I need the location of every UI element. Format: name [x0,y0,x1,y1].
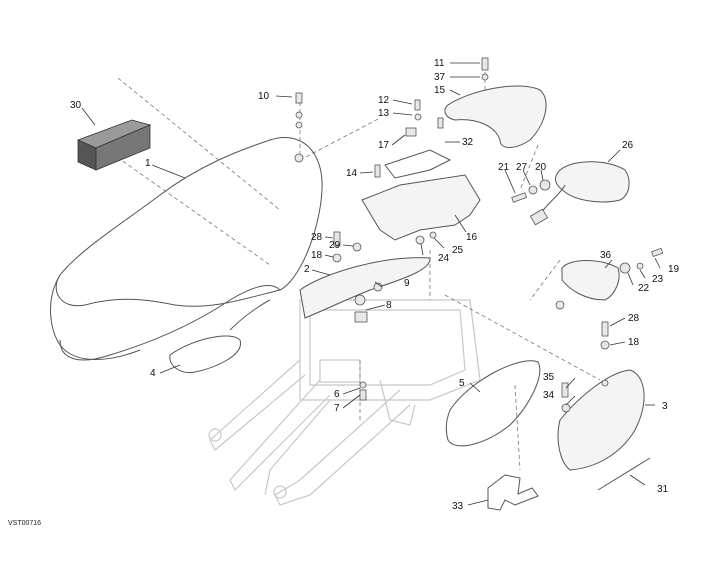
part-26-tail-light [529,161,630,226]
callout-25: 25 [452,245,464,256]
part-31-decal [597,457,651,491]
part-16-plate-bracket [361,174,481,241]
leader-lines [81,62,661,506]
callout-19: 19 [668,264,680,275]
callout-18a: 18 [311,250,323,261]
callout-28b: 28 [628,313,640,324]
callout-15: 15 [434,85,446,96]
part-1-rider-seat [55,136,323,361]
callout-4: 4 [150,368,156,379]
drawing-code: VST00716 [8,520,42,527]
callout-5: 5 [459,378,465,389]
callout-37: 37 [434,72,446,83]
callout-30: 30 [70,100,82,111]
callout-32: 32 [462,137,474,148]
callout-18b: 18 [628,337,640,348]
part-2-tail-bracket [299,257,431,319]
callout-17: 17 [378,140,390,151]
callout-8: 8 [386,300,392,311]
callout-12: 12 [378,95,390,106]
callout-10: 10 [258,91,270,102]
callout-28a: 28 [311,232,323,243]
callout-3: 3 [662,401,668,412]
part-30-foam-block [76,119,152,171]
part-15-upper-cover [444,85,547,148]
callout-20: 20 [535,162,547,173]
callout-13: 13 [378,108,390,119]
part-4-pad [169,335,241,374]
callout-36: 36 [600,250,612,261]
callout-16: 16 [466,232,478,243]
callout-23: 23 [652,274,664,285]
callout-24: 24 [438,253,450,264]
part-33-bracket [487,474,539,511]
rear-subframe [208,299,481,506]
part-36-cover [561,260,620,301]
callout-29: 29 [329,240,341,251]
callout-35: 35 [543,372,555,383]
part-3-side-panel [557,369,645,471]
callout-34: 34 [543,390,555,401]
callout-1: 1 [145,158,151,169]
callout-9: 9 [404,278,410,289]
fasteners [294,57,664,413]
callout-labels: 30 1 10 11 37 15 12 13 17 32 14 26 21 27… [70,58,680,512]
callout-26: 26 [622,140,634,151]
callout-31: 31 [657,484,669,495]
callout-6: 6 [334,389,340,400]
callout-7: 7 [334,403,340,414]
callout-21: 21 [498,162,510,173]
callout-27: 27 [516,162,528,173]
callout-11: 11 [434,58,445,69]
part-1-seat-base [50,274,141,360]
part-5-side-pad [445,360,541,447]
callout-2: 2 [304,264,310,275]
callout-22: 22 [638,283,650,294]
callout-33: 33 [452,501,464,512]
callout-14: 14 [346,168,358,179]
